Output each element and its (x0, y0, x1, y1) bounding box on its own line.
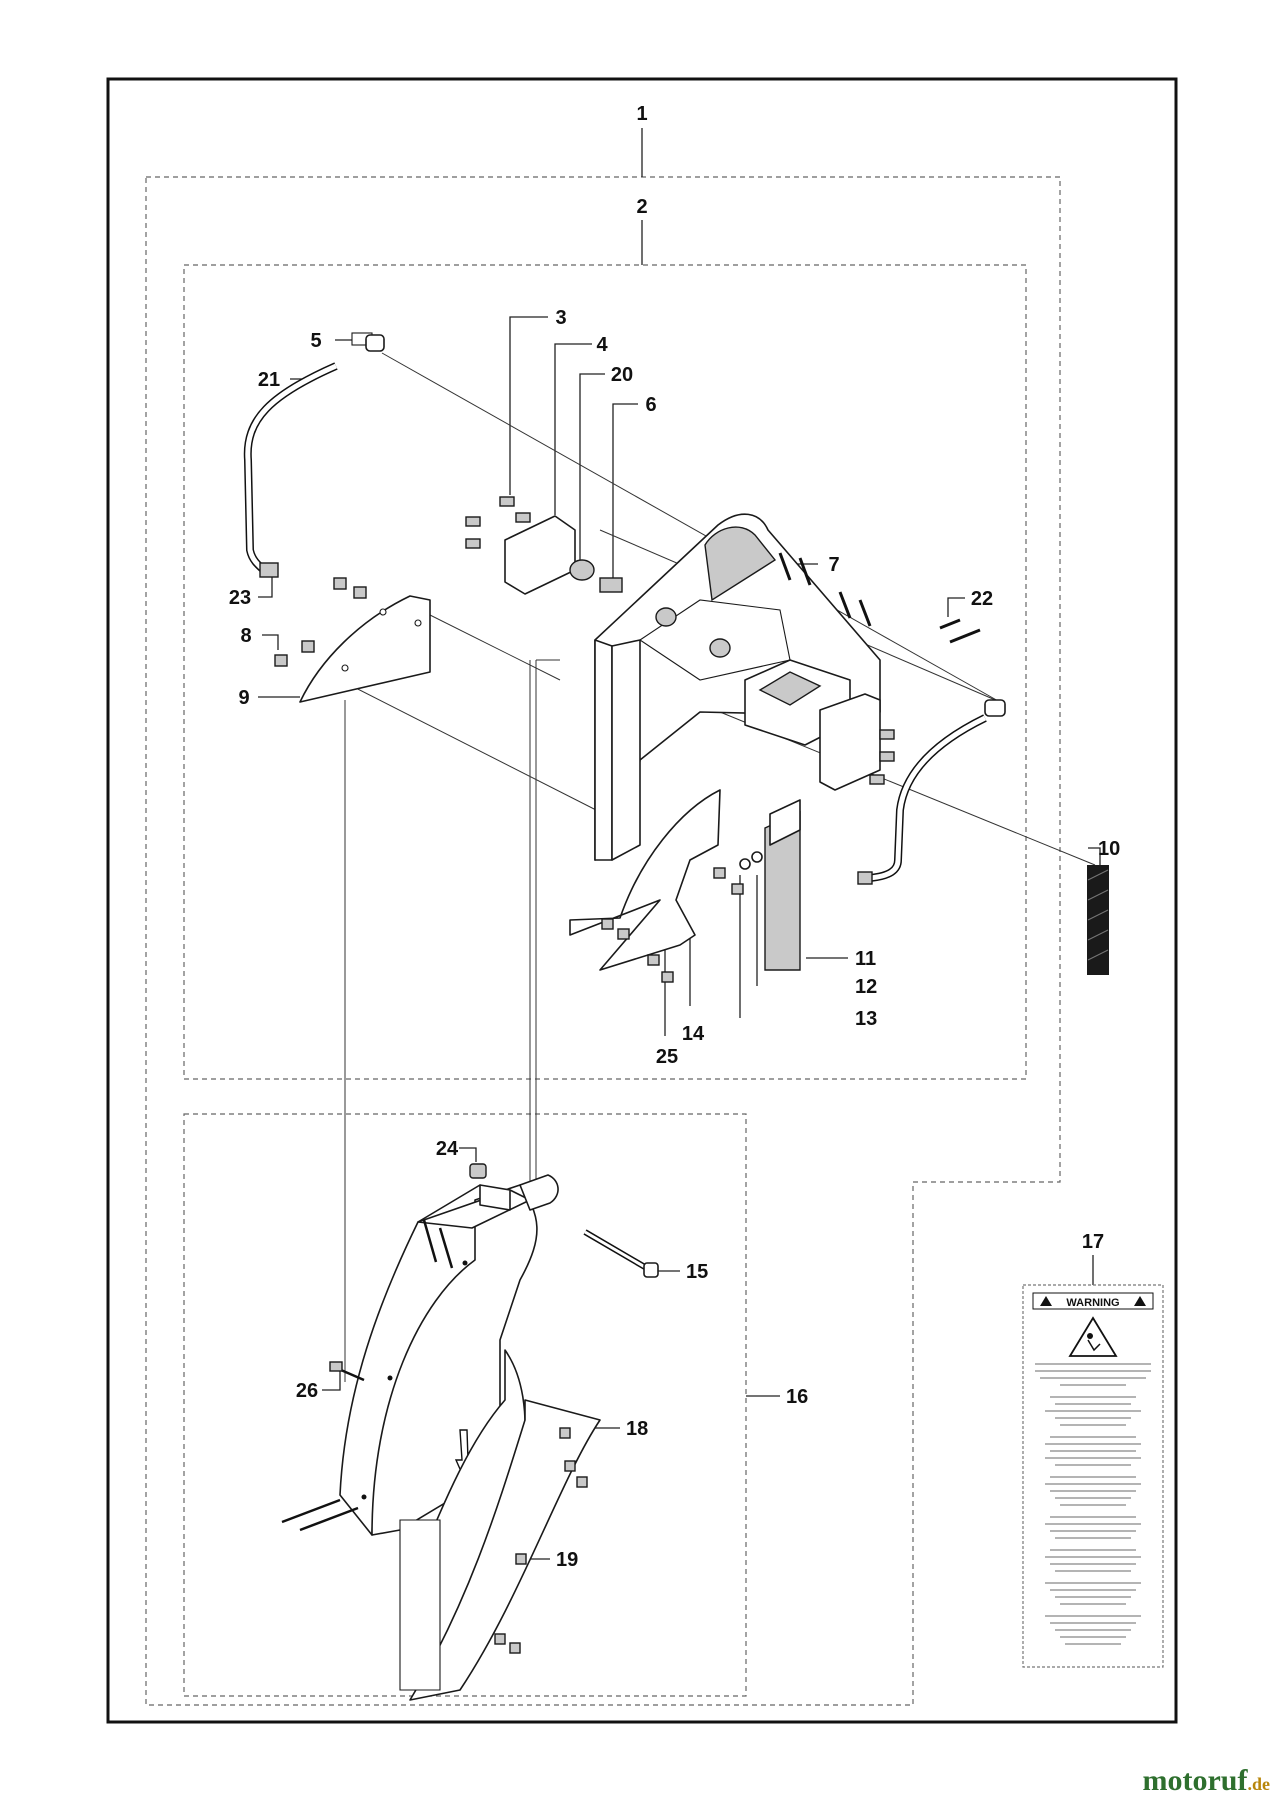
elbow-fitting-right (984, 699, 1006, 717)
elbow-fitting-left (351, 332, 385, 352)
callout-24: 24 (436, 1138, 459, 1160)
warning-header: WARNING (1066, 1297, 1119, 1309)
nut-24 (469, 1163, 487, 1179)
callout-labels: 1 2 3 4 5 20 21 6 7 22 23 8 9 10 11 12 1… (229, 103, 1120, 1571)
callout-2: 2 (636, 196, 647, 218)
guard-plate-left (299, 595, 431, 703)
callout-12: 12 (855, 976, 877, 998)
bolt-15 (583, 1229, 659, 1278)
warning-text-lines (1035, 1363, 1151, 1645)
watermark-brand: motoruf (1143, 1764, 1249, 1797)
bearing-20 (569, 559, 595, 581)
screws-8 (274, 577, 367, 667)
watermark-suffix: .de (1248, 1774, 1271, 1794)
callout-23: 23 (229, 587, 251, 609)
nozzle-left (259, 562, 279, 578)
watermark: motoruf.de (1143, 1764, 1270, 1797)
right-screws (869, 729, 895, 785)
callout-21: 21 (258, 369, 280, 391)
bracket-plate-4 (504, 515, 576, 595)
skirt-18 (399, 1349, 601, 1701)
outer-frame (106, 77, 1178, 1724)
screw-26 (329, 1361, 343, 1372)
callout-22: 22 (971, 588, 993, 610)
callout-18: 18 (626, 1418, 648, 1440)
callout-5: 5 (310, 330, 321, 352)
callout-6: 6 (645, 394, 656, 416)
warning-label-17: WARNING (1022, 1284, 1164, 1668)
callout-8: 8 (240, 625, 251, 647)
right-bracket (744, 659, 881, 791)
callout-26: 26 (296, 1380, 318, 1402)
callout-17: 17 (1082, 1231, 1104, 1253)
hose-left (243, 362, 338, 576)
callout-15: 15 (686, 1261, 708, 1283)
nuts-13 (713, 867, 744, 895)
nozzle-right (857, 871, 873, 885)
bolts-22 (939, 618, 981, 644)
spacer-6 (599, 577, 623, 593)
callout-7: 7 (828, 554, 839, 576)
callout-9: 9 (238, 687, 249, 709)
callout-19: 19 (556, 1549, 578, 1571)
warning-pictogram (1068, 1316, 1118, 1357)
bolts-7 (778, 552, 872, 627)
callout-4: 4 (596, 334, 608, 356)
callout-25: 25 (656, 1046, 678, 1068)
callout-11: 11 (855, 948, 876, 970)
callout-20: 20 (611, 364, 633, 386)
washers-12 (739, 851, 763, 870)
main-guard-body (594, 513, 881, 861)
assembly-1-boundary (145, 176, 1061, 1706)
hose-right (869, 714, 987, 882)
nuts-25 (601, 918, 674, 983)
nuts-19 (494, 1427, 588, 1654)
callout-3: 3 (555, 307, 566, 329)
guard-screws (281, 1219, 454, 1532)
callout-14: 14 (682, 1023, 705, 1045)
bolts-3 (465, 496, 531, 549)
leader-lines (258, 128, 1101, 1560)
deflector-14 (569, 789, 721, 971)
callout-16: 16 (786, 1386, 808, 1408)
callout-1: 1 (636, 103, 647, 125)
assembly-16-boundary (183, 1113, 747, 1697)
callout-10: 10 (1098, 838, 1120, 860)
callout-13: 13 (855, 1008, 877, 1030)
